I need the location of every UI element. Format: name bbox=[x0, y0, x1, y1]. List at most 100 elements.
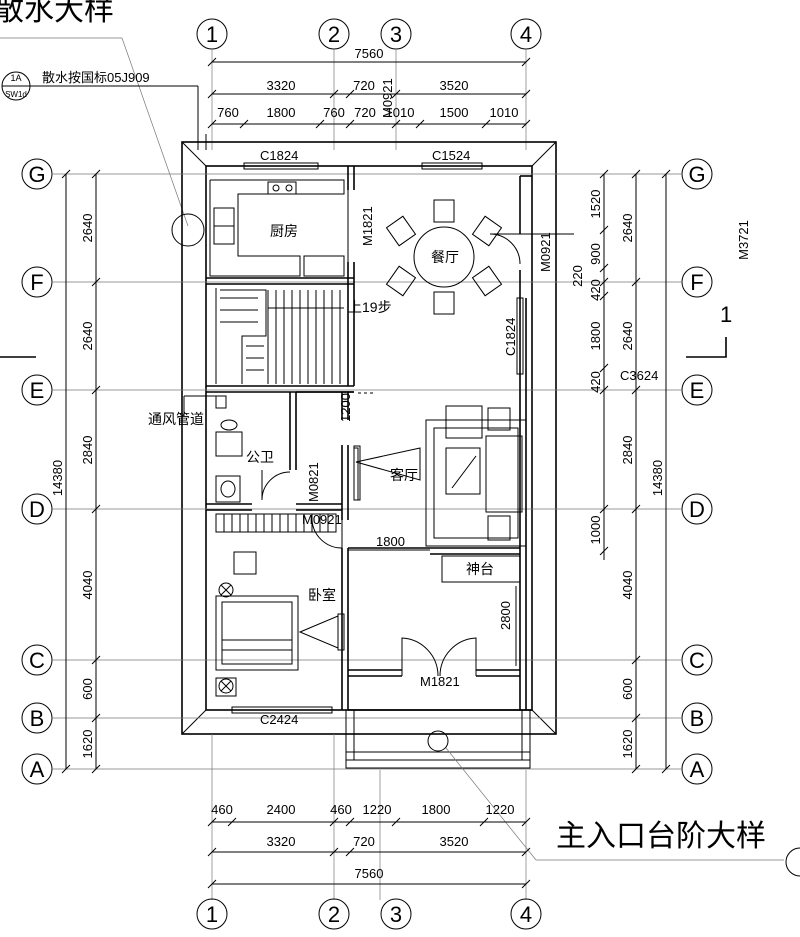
svg-text:G: G bbox=[688, 162, 705, 187]
apron-detail-marker bbox=[171, 213, 205, 247]
door-m1821-entrance-label: M1821 bbox=[420, 674, 460, 689]
detail-reference-tag: 1A SW1d bbox=[1, 71, 31, 101]
right-dimensions: 1520 900 220 420 1800 420 1000 2640 2640… bbox=[570, 169, 751, 774]
svg-text:1620: 1620 bbox=[80, 730, 95, 759]
svg-text:1A: 1A bbox=[10, 73, 21, 83]
svg-text:2640: 2640 bbox=[620, 322, 635, 351]
svg-text:1800: 1800 bbox=[422, 802, 451, 817]
svg-text:4: 4 bbox=[520, 902, 532, 927]
dim-2800-inner: 2800 bbox=[498, 601, 513, 630]
entrance-steps bbox=[345, 709, 531, 769]
svg-text:3: 3 bbox=[390, 902, 402, 927]
axis-bubbles-right: G F E D C B A bbox=[681, 158, 713, 785]
axis-bubbles-left: G F E D C B A bbox=[21, 158, 53, 785]
svg-text:1220: 1220 bbox=[486, 802, 515, 817]
svg-text:1: 1 bbox=[206, 902, 218, 927]
doors bbox=[261, 190, 574, 677]
svg-text:A: A bbox=[30, 757, 45, 782]
bedroom-furniture bbox=[215, 513, 345, 697]
svg-text:7560: 7560 bbox=[355, 866, 384, 881]
room-toilet-label: 公卫 bbox=[246, 449, 274, 465]
svg-text:1620: 1620 bbox=[620, 730, 635, 759]
svg-text:600: 600 bbox=[80, 678, 95, 700]
section-mark-1: 1 bbox=[0, 302, 732, 358]
svg-text:1520: 1520 bbox=[588, 190, 603, 219]
svg-text:2: 2 bbox=[328, 22, 340, 47]
svg-text:1: 1 bbox=[720, 302, 732, 327]
stairs-label: 上19步 bbox=[348, 299, 392, 315]
room-kitchen-label: 厨房 bbox=[270, 223, 298, 239]
svg-text:3520: 3520 bbox=[440, 834, 469, 849]
vent-duct-label: 通风管道 bbox=[148, 411, 204, 427]
window-c1824-label: C1824 bbox=[260, 148, 298, 163]
svg-text:E: E bbox=[30, 378, 45, 403]
room-bedroom-label: 卧室 bbox=[308, 587, 336, 603]
svg-text:4: 4 bbox=[520, 22, 532, 47]
svg-text:C: C bbox=[689, 648, 705, 673]
svg-text:3320: 3320 bbox=[267, 834, 296, 849]
svg-text:2400: 2400 bbox=[267, 802, 296, 817]
interior-walls bbox=[206, 166, 532, 711]
window-c3624-label: C3624 bbox=[620, 368, 658, 383]
svg-text:420: 420 bbox=[588, 279, 603, 301]
door-m0821-label: M0821 bbox=[306, 462, 321, 502]
svg-text:3320: 3320 bbox=[267, 78, 296, 93]
dim-1800-inner: 1800 bbox=[376, 534, 405, 549]
svg-text:F: F bbox=[690, 270, 703, 295]
svg-text:2840: 2840 bbox=[80, 436, 95, 465]
svg-text:2640: 2640 bbox=[620, 214, 635, 243]
svg-text:G: G bbox=[28, 162, 45, 187]
door-m1821-kitchen-label: M1821 bbox=[360, 206, 375, 246]
top-dimensions: 7560 3320 720 3520 760 1800 760 720 1010… bbox=[207, 46, 531, 129]
svg-text:3: 3 bbox=[390, 22, 402, 47]
svg-text:1010: 1010 bbox=[490, 105, 519, 120]
kitchen-counter bbox=[209, 179, 345, 277]
dining-table bbox=[385, 199, 503, 315]
svg-text:2840: 2840 bbox=[620, 436, 635, 465]
svg-text:760: 760 bbox=[323, 105, 345, 120]
svg-text:1010: 1010 bbox=[386, 105, 415, 120]
apron-detail-title: 散水大样 bbox=[0, 0, 114, 28]
svg-text:2640: 2640 bbox=[80, 214, 95, 243]
svg-text:1: 1 bbox=[206, 22, 218, 47]
svg-text:2640: 2640 bbox=[80, 322, 95, 351]
svg-text:1500: 1500 bbox=[440, 105, 469, 120]
svg-text:420: 420 bbox=[588, 371, 603, 393]
svg-text:F: F bbox=[30, 270, 43, 295]
door-m0921-top-label: M0921 bbox=[380, 78, 395, 118]
window-c1824-east-label: C1824 bbox=[503, 318, 518, 356]
room-living-label: 客厅 bbox=[390, 467, 418, 483]
svg-text:1000: 1000 bbox=[588, 516, 603, 545]
svg-text:900: 900 bbox=[588, 243, 603, 265]
svg-text:720: 720 bbox=[354, 105, 376, 120]
axis-bubbles-top: 1 2 3 4 bbox=[196, 18, 542, 50]
svg-text:720: 720 bbox=[353, 834, 375, 849]
svg-text:2: 2 bbox=[328, 902, 340, 927]
living-furniture bbox=[353, 392, 527, 547]
svg-text:D: D bbox=[29, 497, 45, 522]
svg-text:1800: 1800 bbox=[588, 322, 603, 351]
apron-note: 散水按国标05J909 bbox=[42, 70, 150, 85]
svg-text:B: B bbox=[690, 706, 705, 731]
svg-text:7560: 7560 bbox=[355, 46, 384, 61]
svg-text:4040: 4040 bbox=[620, 571, 635, 600]
svg-text:E: E bbox=[690, 378, 705, 403]
svg-text:3520: 3520 bbox=[440, 78, 469, 93]
svg-text:C: C bbox=[29, 648, 45, 673]
svg-text:600: 600 bbox=[620, 678, 635, 700]
window-c2424-label: C2424 bbox=[260, 712, 298, 727]
svg-text:1800: 1800 bbox=[267, 105, 296, 120]
svg-text:460: 460 bbox=[211, 802, 233, 817]
axis-bubbles-bottom: 1 2 3 4 bbox=[196, 898, 542, 930]
room-dining-label: 餐厅 bbox=[431, 249, 459, 265]
svg-text:1220: 1220 bbox=[363, 802, 392, 817]
altar-table bbox=[441, 555, 521, 583]
bottom-dimensions: 460 2400 460 1220 1800 1220 3320 720 352… bbox=[207, 802, 531, 889]
left-dimensions: 14380 2640 2640 2840 4040 600 1620 bbox=[50, 169, 101, 774]
entrance-detail-title: 主入口台阶大样 bbox=[556, 819, 766, 854]
svg-text:220: 220 bbox=[570, 265, 585, 287]
door-m0921-side-label: M0921 bbox=[538, 232, 553, 272]
svg-text:760: 760 bbox=[217, 105, 239, 120]
svg-text:460: 460 bbox=[330, 802, 352, 817]
